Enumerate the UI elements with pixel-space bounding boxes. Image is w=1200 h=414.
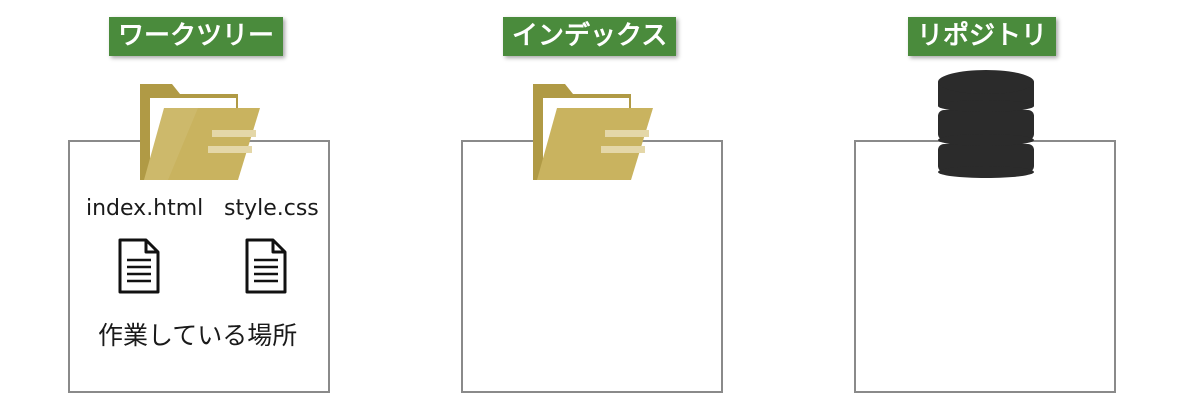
working-tree-label: ワークツリー xyxy=(109,17,284,56)
repository-area xyxy=(854,140,1116,393)
style-css-file-icon xyxy=(245,238,287,294)
index-area xyxy=(461,140,723,393)
index-folder-icon xyxy=(533,84,653,180)
repository-label: リポジトリ xyxy=(908,17,1057,56)
working-tree-folder-icon xyxy=(140,84,260,180)
file-name-index-html: index.html xyxy=(86,196,204,221)
index-html-file-icon xyxy=(118,238,160,294)
working-tree-caption: 作業している場所 xyxy=(98,321,298,350)
repository-database-icon xyxy=(938,70,1034,178)
index-label: インデックス xyxy=(503,17,677,56)
file-name-style-css: style.css xyxy=(224,196,319,221)
